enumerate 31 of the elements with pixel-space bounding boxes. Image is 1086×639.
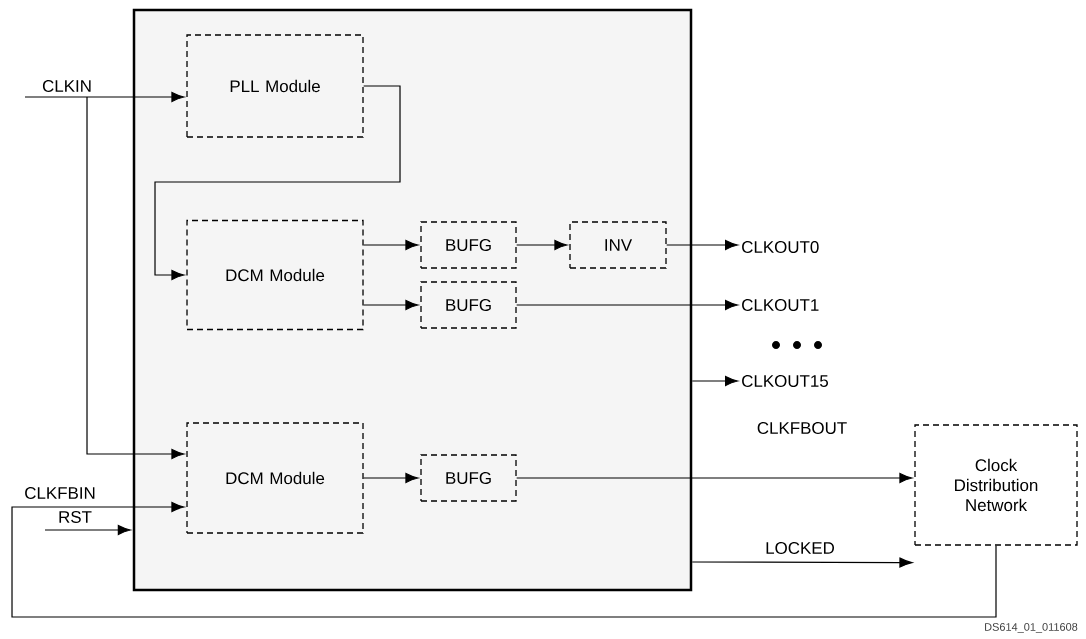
signal-arrow (691, 375, 739, 387)
signal-arrow (86, 96, 185, 460)
block-box: Clock Distribution Network (914, 424, 1078, 546)
signal-arrow (363, 239, 419, 251)
block-box: PLL Module (186, 34, 364, 138)
signal-label: CLKFBOUT (755, 421, 849, 435)
signal-arrow (44, 524, 131, 536)
signal-arrow (516, 239, 568, 251)
signal-arrow (516, 472, 913, 484)
signal-label: RST (57, 510, 93, 524)
signal-arrow (516, 299, 739, 311)
figure-id: DS614_01_011608 (985, 623, 1078, 633)
signal-arrow (363, 299, 419, 311)
pin-label: CLKOUT1 (742, 299, 819, 311)
signal-arrow (154, 85, 401, 281)
block-box: INV (569, 221, 667, 269)
pin-label: CLKOUT15 (742, 375, 828, 387)
signal-arrow (666, 239, 739, 251)
signal-arrow (11, 501, 997, 618)
signal-label: CLKIN (41, 79, 93, 93)
block-box: BUFG (420, 281, 517, 329)
signal-arrow (363, 472, 419, 484)
signal-label: LOCKED (764, 541, 836, 555)
pin-label: CLKOUT0 (742, 241, 819, 253)
signal-arrow (691, 557, 913, 568)
block-box: DCM Module (186, 422, 364, 534)
block-box: BUFG (420, 454, 517, 502)
block-box: DCM Module (186, 219, 364, 331)
block-box: BUFG (420, 221, 517, 269)
signal-label: CLKFBIN (23, 486, 97, 500)
signal-arrow (24, 91, 185, 103)
